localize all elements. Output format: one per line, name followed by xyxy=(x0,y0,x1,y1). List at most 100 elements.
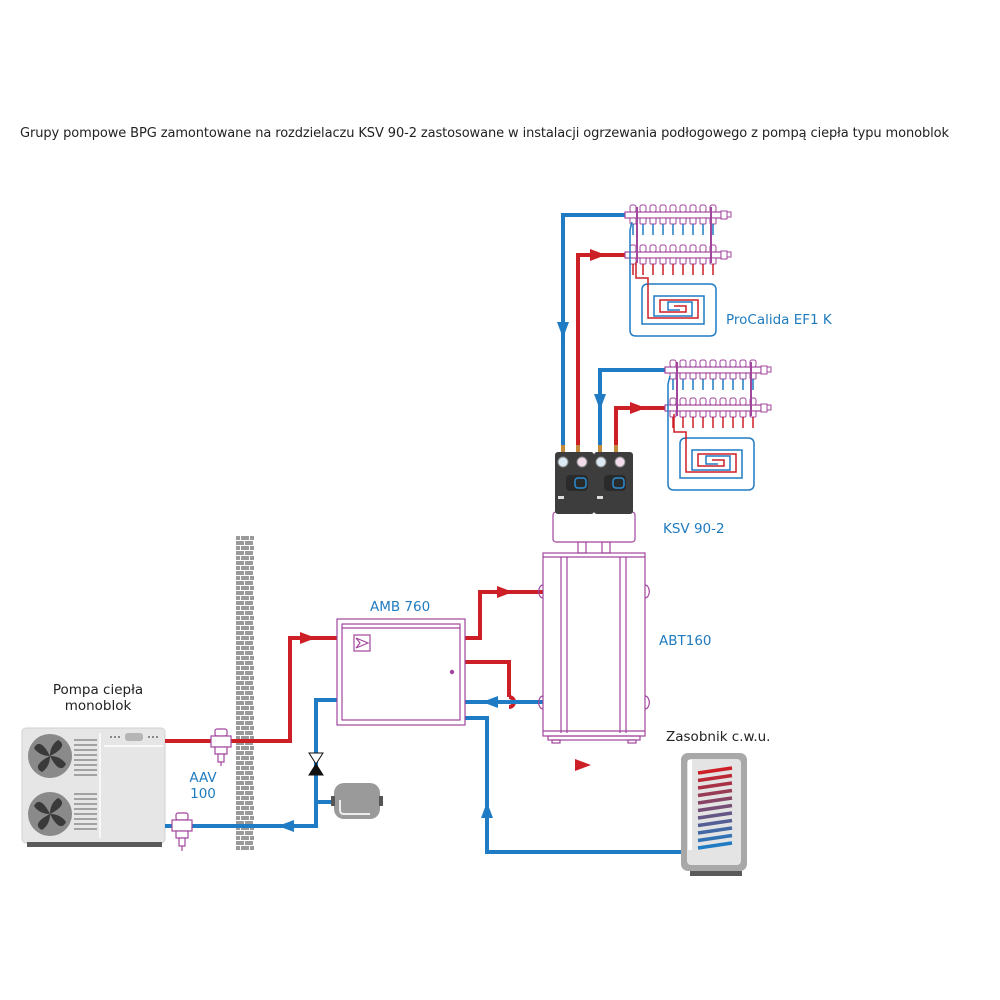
brick xyxy=(250,576,254,580)
brick xyxy=(241,786,249,790)
brick xyxy=(241,606,249,610)
brick xyxy=(250,756,254,760)
brick-wall xyxy=(236,535,254,850)
brick xyxy=(236,586,240,590)
brick xyxy=(245,561,253,565)
brick xyxy=(245,711,253,715)
brick xyxy=(250,566,254,570)
coil-turn xyxy=(697,781,733,790)
brick xyxy=(241,646,249,650)
brick xyxy=(236,806,240,810)
brick xyxy=(245,671,253,675)
shutoff-valve-icon xyxy=(308,752,324,776)
brick xyxy=(241,676,249,680)
brick xyxy=(236,831,244,835)
fan-icon xyxy=(28,792,72,836)
brick xyxy=(245,651,253,655)
brick xyxy=(236,696,240,700)
brick xyxy=(236,631,244,635)
underfloor-manifold-2 xyxy=(664,359,772,491)
brick xyxy=(241,736,249,740)
brick xyxy=(236,776,240,780)
abt160-tank xyxy=(538,541,650,744)
brick xyxy=(250,796,254,800)
brick xyxy=(236,546,240,550)
brick xyxy=(250,746,254,750)
brick xyxy=(236,646,240,650)
brick xyxy=(241,576,249,580)
brick xyxy=(236,836,240,840)
coil-turn xyxy=(697,841,733,850)
aav-label-line2: 100 xyxy=(190,786,216,802)
brick xyxy=(241,626,249,630)
brick xyxy=(241,566,249,570)
brick xyxy=(250,736,254,740)
brick xyxy=(236,821,244,825)
pump-group-1 xyxy=(555,445,594,514)
brick xyxy=(250,696,254,700)
brick xyxy=(250,716,254,720)
brick xyxy=(245,731,253,735)
brick xyxy=(245,611,253,615)
brick xyxy=(245,631,253,635)
brick xyxy=(241,656,249,660)
brick xyxy=(236,536,240,540)
brick xyxy=(250,546,254,550)
brick xyxy=(245,781,253,785)
brick xyxy=(245,601,253,605)
brick xyxy=(241,546,249,550)
brick xyxy=(245,791,253,795)
brick xyxy=(236,566,240,570)
brick xyxy=(241,536,249,540)
procalida-label: ProCalida EF1 K xyxy=(726,312,832,328)
brick xyxy=(241,756,249,760)
brick xyxy=(236,656,240,660)
brick xyxy=(236,841,244,845)
abt-label: ABT160 xyxy=(659,633,712,649)
brick xyxy=(236,801,244,805)
brick xyxy=(236,611,244,615)
brick xyxy=(236,641,244,645)
brick xyxy=(241,846,249,850)
brick xyxy=(236,596,240,600)
diagram-title: Grupy pompowe BPG zamontowane na rozdzie… xyxy=(20,126,949,141)
brick xyxy=(250,596,254,600)
coil-turn xyxy=(697,796,733,805)
brick xyxy=(241,796,249,800)
brick xyxy=(250,606,254,610)
brick xyxy=(236,576,240,580)
brick xyxy=(245,581,253,585)
brick xyxy=(236,761,244,765)
brick xyxy=(245,721,253,725)
brick xyxy=(245,681,253,685)
brick xyxy=(236,551,244,555)
brick xyxy=(236,811,244,815)
coil-turn xyxy=(697,788,733,798)
brick xyxy=(245,571,253,575)
brick xyxy=(250,586,254,590)
brick xyxy=(241,706,249,710)
brick xyxy=(241,596,249,600)
coil-turn xyxy=(697,811,733,820)
brick xyxy=(250,536,254,540)
brick xyxy=(236,781,244,785)
brick xyxy=(245,771,253,775)
brick xyxy=(241,806,249,810)
brick xyxy=(236,601,244,605)
brick xyxy=(236,771,244,775)
brick xyxy=(241,666,249,670)
brick xyxy=(236,691,244,695)
ksv-label: KSV 90-2 xyxy=(663,521,725,537)
brick xyxy=(241,726,249,730)
brick xyxy=(250,676,254,680)
brick xyxy=(250,706,254,710)
brick xyxy=(250,636,254,640)
brick xyxy=(236,751,244,755)
brick xyxy=(236,651,244,655)
brick xyxy=(236,616,240,620)
brick xyxy=(250,556,254,560)
brick xyxy=(241,616,249,620)
brick xyxy=(236,786,240,790)
brick xyxy=(250,626,254,630)
brick xyxy=(236,791,244,795)
